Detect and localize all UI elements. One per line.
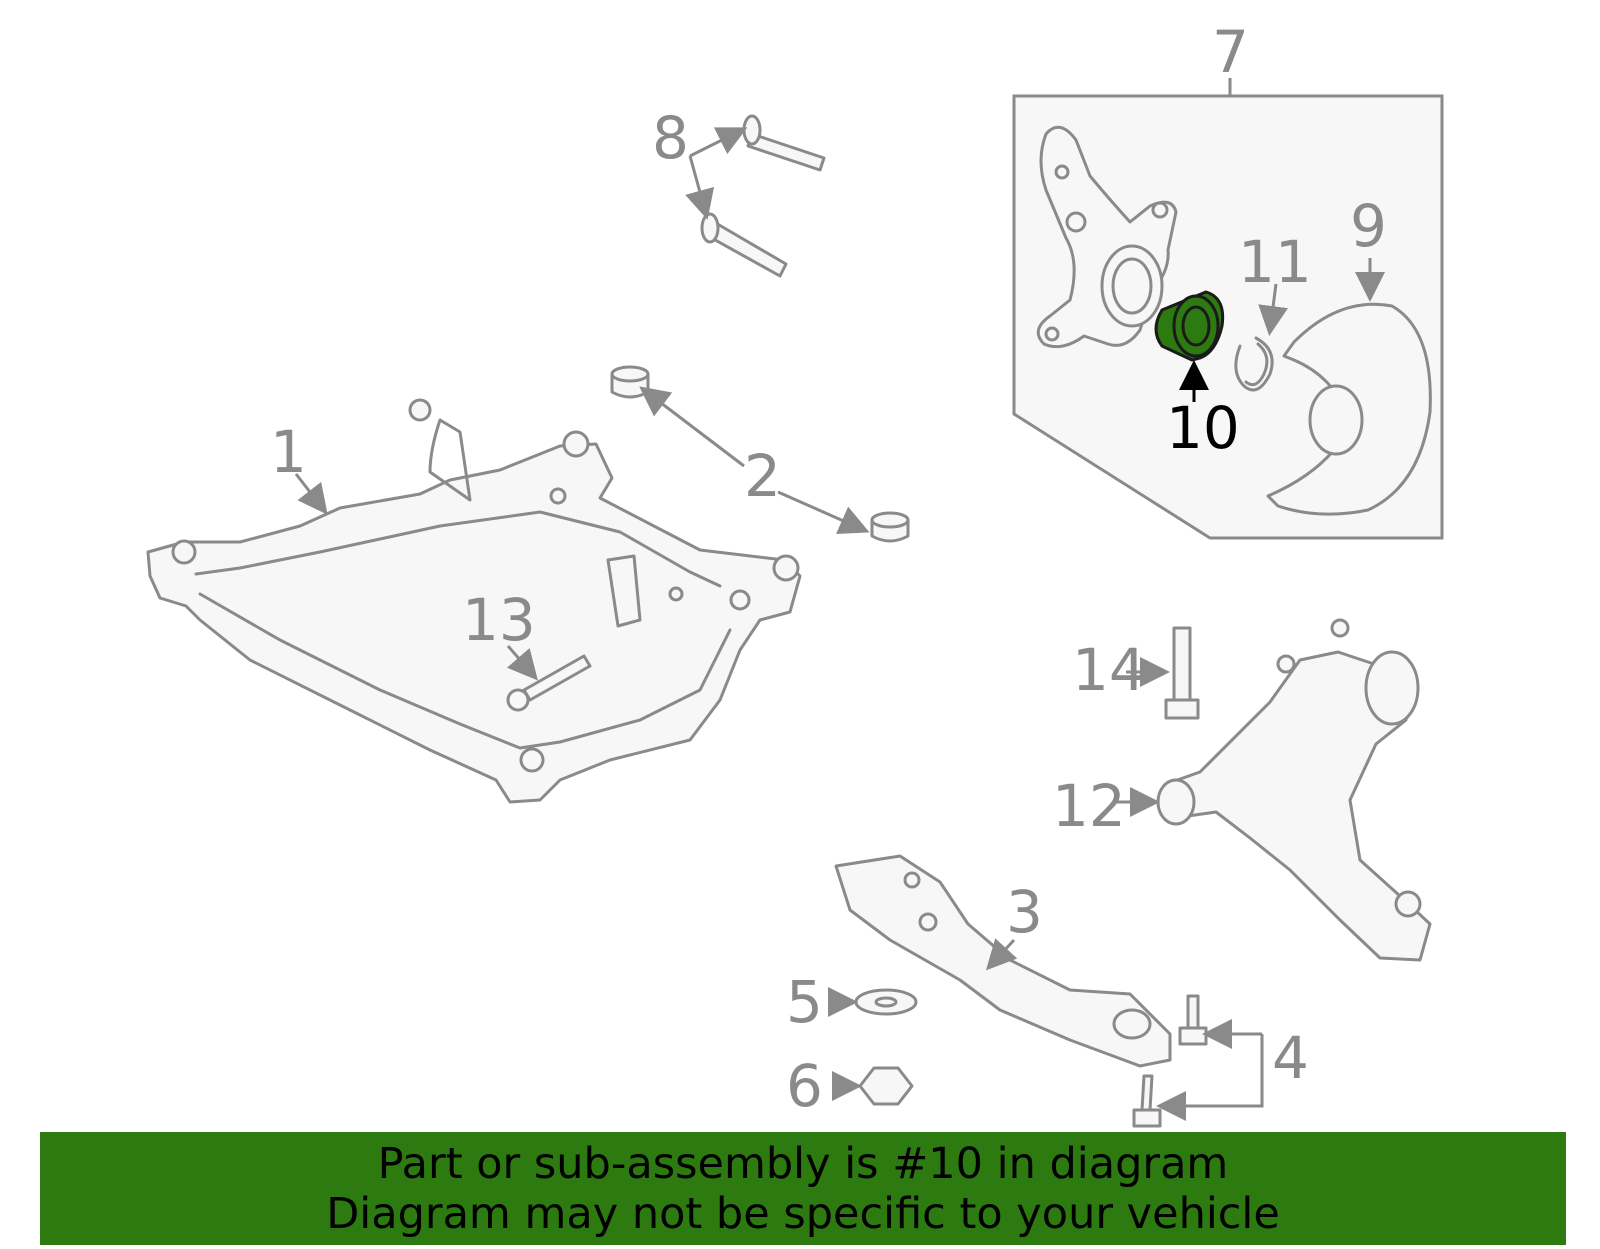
wheel-bearing-highlighted	[1154, 290, 1225, 362]
callout-8: 8	[652, 104, 689, 172]
lower-control-arm	[1116, 618, 1432, 962]
subframe-bushings	[610, 365, 910, 543]
snap-ring	[1234, 336, 1274, 392]
callout-9: 9	[1350, 192, 1387, 260]
callout-6: 6	[786, 1052, 823, 1120]
callout-13: 13	[462, 586, 536, 654]
callout-4: 4	[1272, 1024, 1309, 1092]
banner-line-2: Diagram may not be specific to your vehi…	[326, 1188, 1280, 1239]
callout-12: 12	[1052, 772, 1126, 840]
dust-shield	[1266, 302, 1432, 516]
bolts-4	[1132, 994, 1264, 1128]
steering-knuckle	[1036, 125, 1178, 349]
callout-2: 2	[744, 442, 781, 510]
crossmember-brace	[834, 854, 1172, 1068]
callout-7: 7	[1212, 18, 1249, 86]
callout-3: 3	[1006, 878, 1043, 946]
washer	[828, 987, 918, 1017]
knuckle-assembly-inset	[1012, 78, 1444, 540]
front-subframe	[146, 398, 802, 804]
bolt-13	[506, 645, 592, 712]
callout-10: 10	[1166, 394, 1240, 462]
bolt-14	[1126, 626, 1200, 720]
callout-5: 5	[786, 968, 823, 1036]
info-banner: Part or sub-assembly is #10 in diagram D…	[40, 1132, 1566, 1245]
bolts-8	[685, 114, 826, 278]
callout-11: 11	[1238, 228, 1312, 296]
callout-14: 14	[1072, 636, 1146, 704]
banner-line-1: Part or sub-assembly is #10 in diagram	[377, 1138, 1229, 1189]
nut	[832, 1066, 914, 1106]
callout-1: 1	[270, 418, 307, 486]
